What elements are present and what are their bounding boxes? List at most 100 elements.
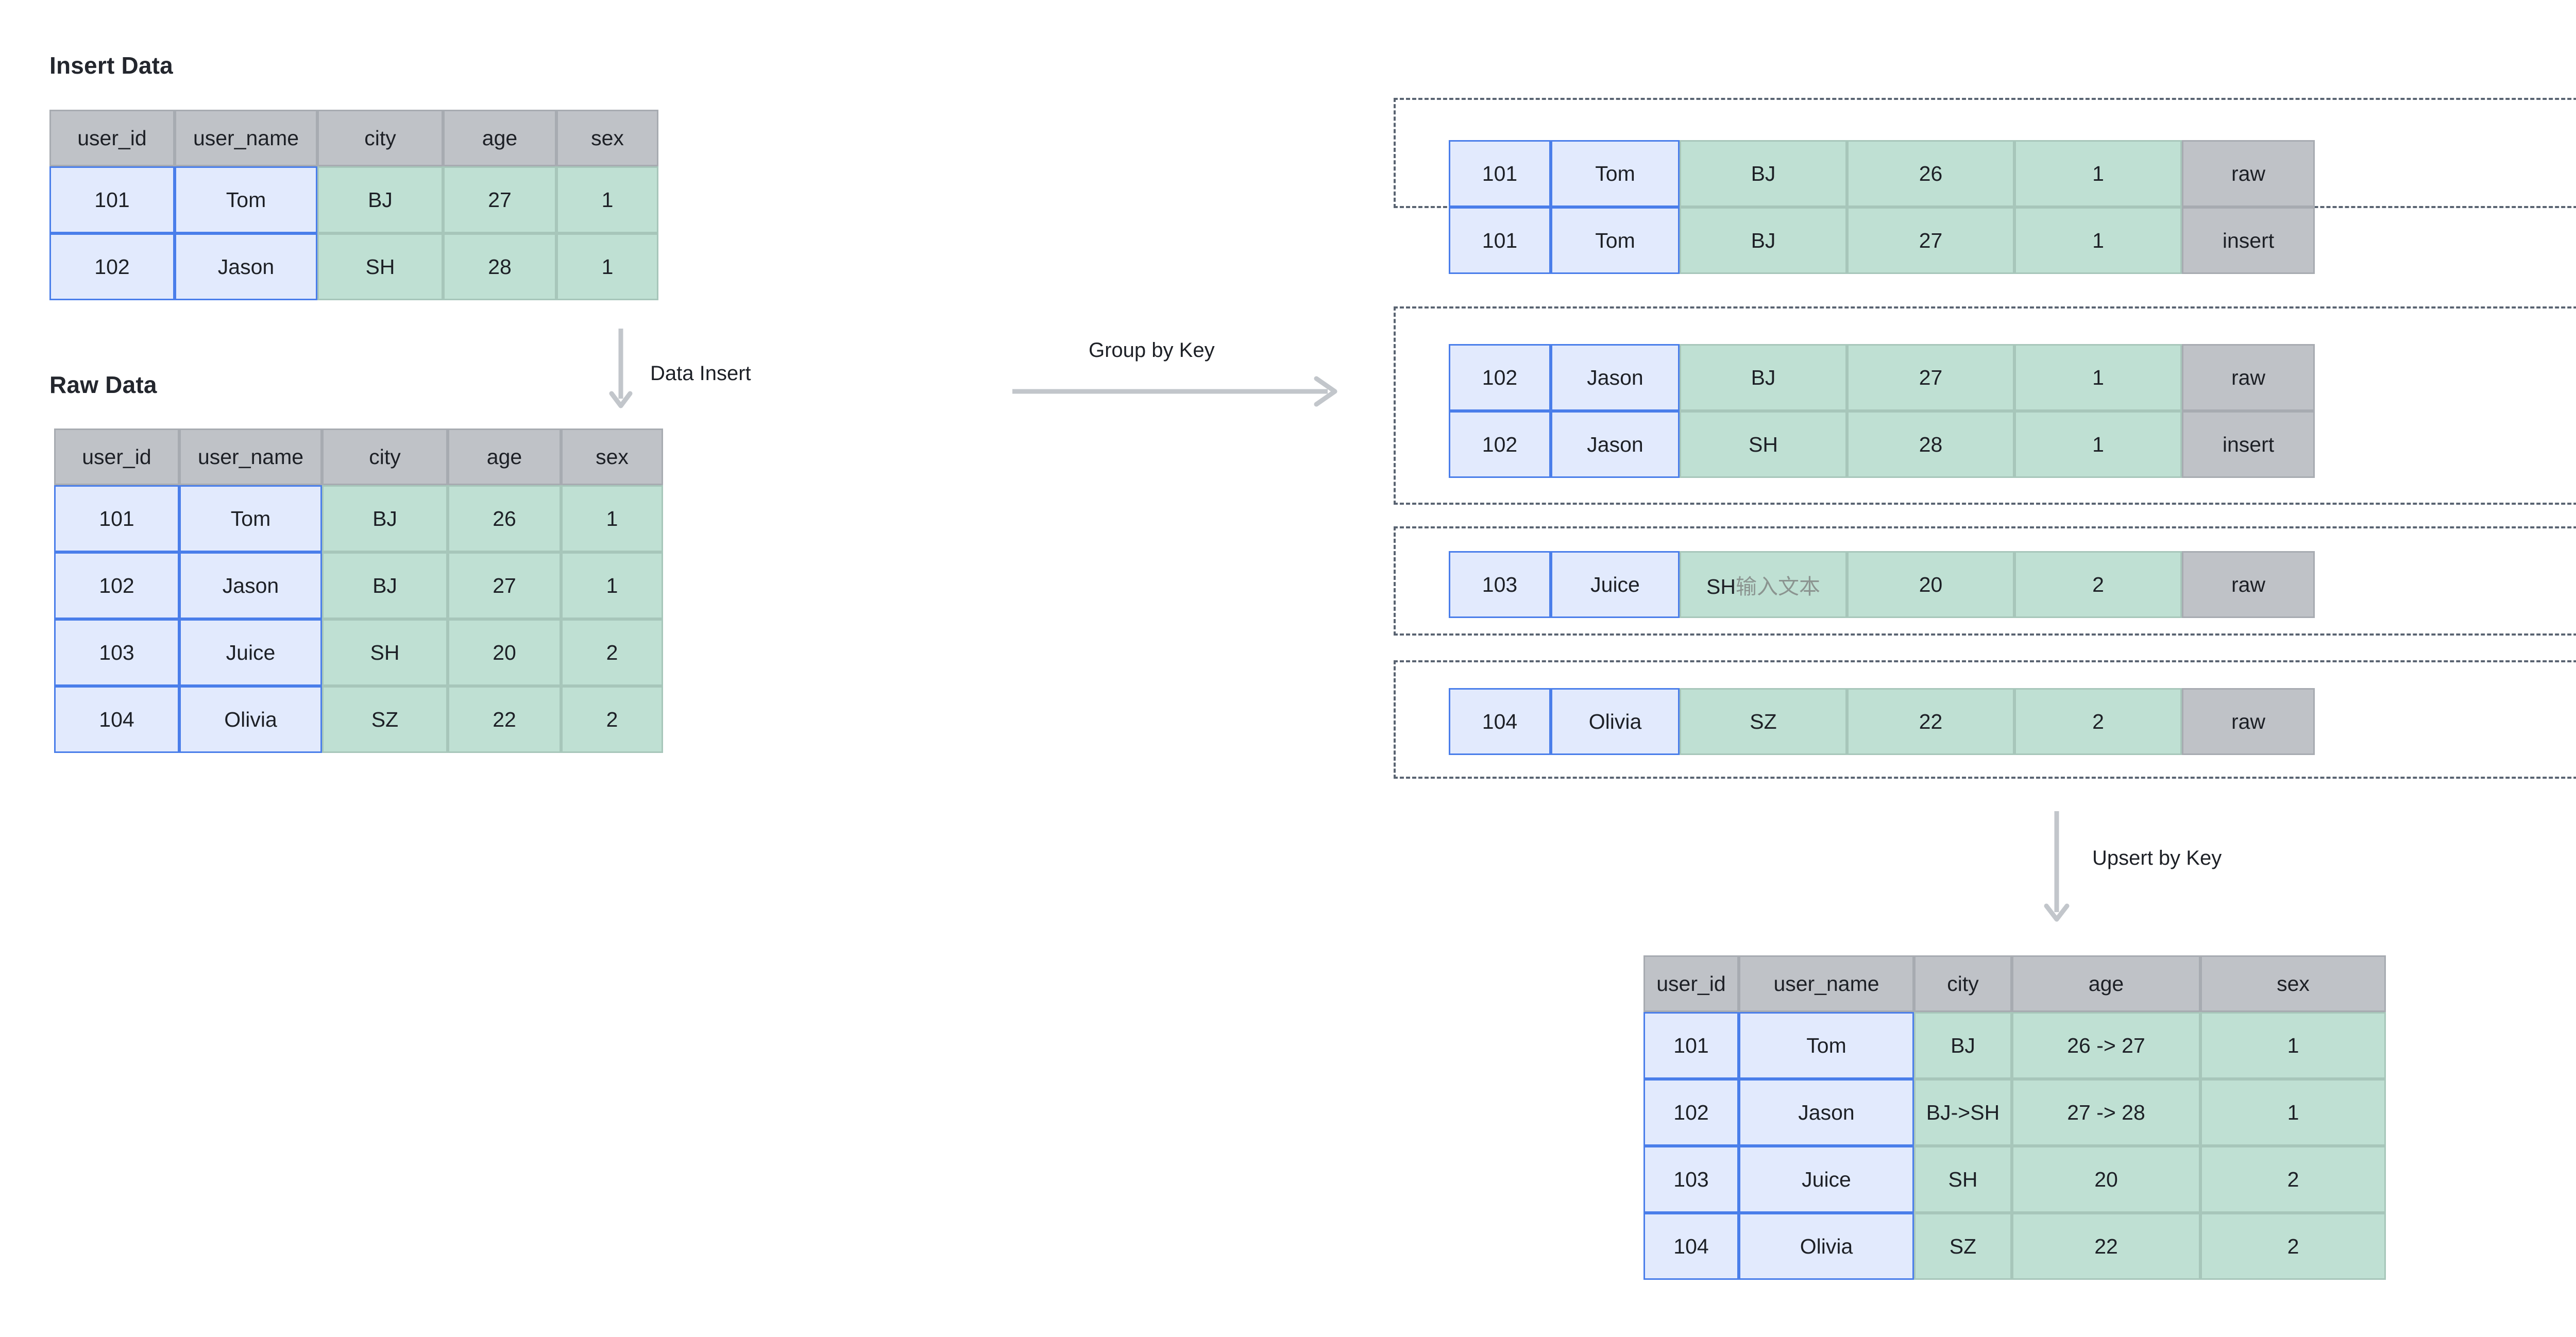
table-header-row: user_id user_name city age sex	[1643, 955, 2386, 1012]
cell-user-id: 104	[1643, 1213, 1739, 1280]
result-table: user_id user_name city age sex 101 Tom B…	[1643, 955, 2386, 1280]
cell-sex: 1	[2200, 1079, 2386, 1146]
cell-age: 22	[2012, 1213, 2200, 1280]
column-header-user-id: user_id	[54, 428, 179, 485]
insert-data-title: Insert Data	[49, 52, 173, 79]
table-row: 101 Tom BJ 26 -> 27 1	[1643, 1012, 2386, 1079]
cell-user-id: 101	[1449, 207, 1551, 274]
upsert-by-key-arrow	[2044, 811, 2070, 922]
column-header-sex: sex	[556, 110, 658, 166]
cell-user-name: Juice	[1739, 1146, 1914, 1213]
column-header-user-name: user_name	[1739, 955, 1914, 1012]
cell-user-name: Tom	[175, 166, 317, 233]
cell-flag: insert	[2182, 207, 2315, 274]
cell-user-id: 104	[54, 686, 179, 753]
group-by-key-arrow	[1012, 376, 1337, 407]
group-table-102: 102 Jason BJ 27 1 raw 102 Jason SH 28 1 …	[1449, 344, 2315, 478]
table-row: 101 Tom BJ 26 1	[54, 485, 663, 552]
cell-user-name: Jason	[1551, 411, 1680, 478]
cell-user-name: Jason	[1739, 1079, 1914, 1146]
cell-city: SH	[1914, 1146, 2012, 1213]
cell-city-value: SH	[1706, 575, 1736, 598]
group-row: 101 Tom BJ 26 1 raw	[1449, 140, 2315, 207]
group-row: 102 Jason BJ 27 1 raw	[1449, 344, 2315, 411]
cell-sex: 2	[561, 686, 663, 753]
cell-city: BJ->SH	[1914, 1079, 2012, 1146]
cell-sex: 2	[2014, 551, 2182, 618]
insert-data-table: user_id user_name city age sex 101 Tom B…	[49, 110, 658, 300]
cell-user-name: Olivia	[179, 686, 322, 753]
cell-city: BJ	[1680, 344, 1847, 411]
cell-sex: 2	[561, 619, 663, 686]
column-header-age: age	[448, 428, 561, 485]
cell-city: BJ	[317, 166, 443, 233]
cell-user-name: Olivia	[1551, 688, 1680, 755]
group-row: 104 Olivia SZ 22 2 raw	[1449, 688, 2315, 755]
cell-sex: 1	[2014, 140, 2182, 207]
cell-user-name: Juice	[1551, 551, 1680, 618]
cell-user-id: 101	[54, 485, 179, 552]
group-table-101: 101 Tom BJ 26 1 raw 101 Tom BJ 27 1 inse…	[1449, 140, 2315, 274]
cell-city: BJ	[1914, 1012, 2012, 1079]
cell-age: 26	[1847, 140, 2014, 207]
cell-sex: 1	[2014, 411, 2182, 478]
column-header-sex: sex	[2200, 955, 2386, 1012]
column-header-user-id: user_id	[49, 110, 175, 166]
cell-city: SH	[317, 233, 443, 300]
cell-user-name: Juice	[179, 619, 322, 686]
cell-city: SZ	[322, 686, 448, 753]
cell-city: BJ	[1680, 140, 1847, 207]
cell-city: SZ	[1914, 1213, 2012, 1280]
group-row: 103 Juice SH输入文本 20 2 raw	[1449, 551, 2315, 618]
cell-city: SH	[1680, 411, 1847, 478]
cell-user-name: Tom	[1739, 1012, 1914, 1079]
cell-flag: raw	[2182, 551, 2315, 618]
cell-city-placeholder: 输入文本	[1735, 575, 1820, 598]
column-header-city: city	[1914, 955, 2012, 1012]
cell-age: 27	[1847, 207, 2014, 274]
cell-age: 28	[1847, 411, 2014, 478]
column-header-city: city	[317, 110, 443, 166]
cell-age: 22	[448, 686, 561, 753]
cell-user-id: 101	[49, 166, 175, 233]
cell-sex: 1	[2014, 207, 2182, 274]
cell-user-id: 103	[54, 619, 179, 686]
cell-sex: 1	[556, 166, 658, 233]
cell-city: BJ	[322, 552, 448, 619]
cell-user-name: Olivia	[1739, 1213, 1914, 1280]
column-header-user-name: user_name	[179, 428, 322, 485]
table-row: 102 Jason BJ->SH 27 -> 28 1	[1643, 1079, 2386, 1146]
group-row: 102 Jason SH 28 1 insert	[1449, 411, 2315, 478]
cell-user-id: 104	[1449, 688, 1551, 755]
column-header-user-id: user_id	[1643, 955, 1739, 1012]
group-row: 101 Tom BJ 27 1 insert	[1449, 207, 2315, 274]
cell-sex: 2	[2200, 1213, 2386, 1280]
cell-city: BJ	[1680, 207, 1847, 274]
column-header-sex: sex	[561, 428, 663, 485]
group-table-103: 103 Juice SH输入文本 20 2 raw	[1449, 551, 2315, 618]
table-row: 104 Olivia SZ 22 2	[1643, 1213, 2386, 1280]
cell-flag: raw	[2182, 688, 2315, 755]
cell-user-id: 102	[1449, 344, 1551, 411]
cell-sex: 2	[2014, 688, 2182, 755]
cell-user-id: 103	[1643, 1146, 1739, 1213]
cell-age: 28	[443, 233, 556, 300]
table-row: 102 Jason SH 28 1	[49, 233, 658, 300]
upsert-by-key-label: Upsert by Key	[2092, 847, 2222, 869]
cell-sex: 1	[561, 552, 663, 619]
cell-user-id: 102	[49, 233, 175, 300]
column-header-age: age	[443, 110, 556, 166]
cell-flag: raw	[2182, 140, 2315, 207]
table-row: 101 Tom BJ 27 1	[49, 166, 658, 233]
cell-city: SZ	[1680, 688, 1847, 755]
data-insert-label: Data Insert	[650, 362, 751, 385]
cell-user-id: 102	[54, 552, 179, 619]
cell-user-id: 101	[1449, 140, 1551, 207]
cell-user-name: Jason	[175, 233, 317, 300]
cell-age: 27	[443, 166, 556, 233]
raw-data-table: user_id user_name city age sex 101 Tom B…	[54, 428, 663, 753]
cell-city: SH输入文本	[1680, 551, 1847, 618]
table-header-row: user_id user_name city age sex	[54, 428, 663, 485]
cell-flag: raw	[2182, 344, 2315, 411]
cell-sex: 1	[561, 485, 663, 552]
